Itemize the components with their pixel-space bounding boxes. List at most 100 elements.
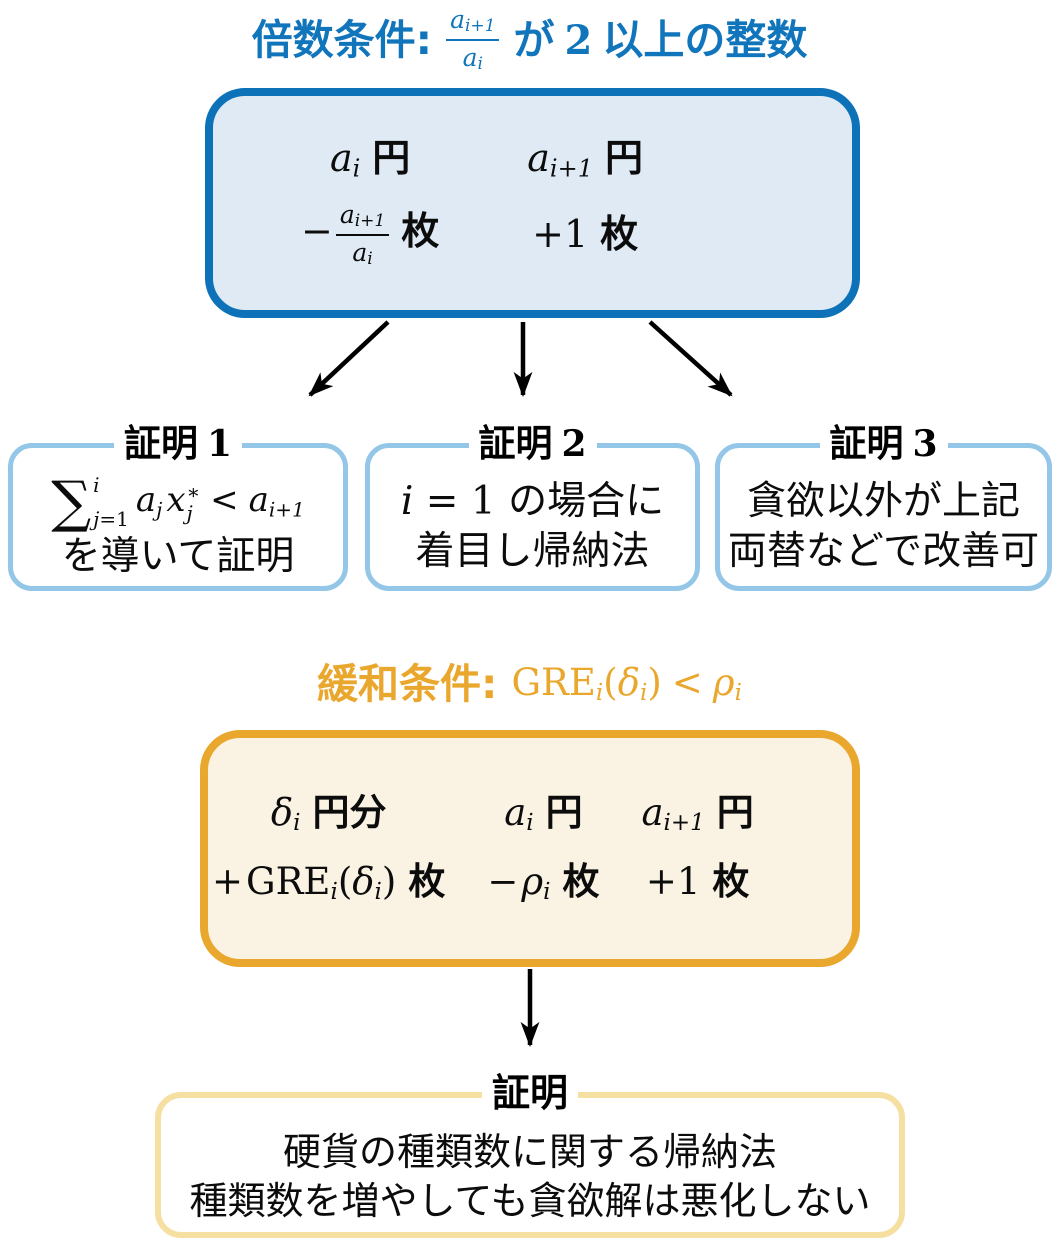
math-var: δ [352, 859, 375, 903]
plus-sign: + [212, 859, 244, 903]
paren-open: ( [603, 660, 618, 704]
math-sub: i [526, 810, 534, 837]
arrow-to-final-proof [520, 969, 540, 1048]
math-var: ρ [521, 859, 544, 903]
math-var: a [339, 199, 355, 229]
multiple-condition-label: 倍数条件: [251, 15, 433, 64]
lower-limit: j=1 [93, 509, 129, 529]
math-var: x [166, 480, 186, 521]
paren-open: ( [337, 859, 353, 903]
proof-number: 2 [561, 423, 587, 465]
threshold-number: 2 [564, 16, 593, 64]
math-var: ρ [712, 660, 735, 704]
unit-yen: 円 [545, 791, 583, 835]
less-than-sign: < [671, 660, 703, 704]
proof-1-text: を導いて証明 [61, 534, 295, 580]
final-proof-line-1: 硬貨の種類数に関する帰納法 [282, 1129, 777, 1174]
unit-mai: 枚 [600, 212, 639, 257]
math-var: a [450, 5, 465, 34]
proof-1-title: 証明 1 [113, 422, 243, 466]
math-sub: i [330, 878, 338, 905]
proof-label: 証明 [491, 1071, 569, 1115]
math-var: a [462, 43, 478, 73]
sigma-symbol: ∑ [51, 469, 92, 535]
proof-2-body: i = 1 の場合に 着目し帰納法 [370, 448, 695, 586]
fraction-denominator: ai [459, 41, 487, 74]
unit-yen: 円 [716, 791, 754, 835]
final-proof-line-2: 種類数を増やしても貪欲解は悪化しない [189, 1179, 871, 1223]
math-sub: i [293, 810, 301, 837]
summation-limits: i j=1 [93, 473, 129, 531]
math-sub: i+1 [549, 154, 593, 183]
proof-2-title: 証明 2 [468, 422, 597, 466]
final-proof-body: 硬貨の種類数に関する帰納法 種類数を増やしても貪欲解は悪化しない [161, 1098, 899, 1232]
delta-value: δi 円分 [270, 791, 387, 837]
math-text: =1 [99, 507, 129, 532]
fraction-denominator: ai [348, 236, 376, 269]
math-sub: i+1 [663, 810, 705, 837]
unit-mai: 枚 [562, 859, 600, 903]
unit-yen-bun: 円分 [312, 791, 387, 835]
unit-mai: 枚 [408, 859, 446, 903]
math-sub: i [595, 679, 604, 706]
multiple-condition-suffix: が 2 以上の整数 [513, 17, 807, 64]
arrow-to-proof-1 [308, 320, 390, 397]
unit-mai: 枚 [401, 209, 440, 254]
final-proof-box: 証明 硬貨の種類数に関する帰納法 種類数を増やしても貪欲解は悪化しない [155, 1071, 905, 1238]
math-var: a [248, 480, 269, 521]
math-var: a [352, 237, 368, 267]
gre-count-change: +GREi(δi)枚 [212, 859, 446, 905]
math-var: a [641, 791, 664, 835]
proof-3-line-2: 両替などで改善可 [727, 529, 1040, 574]
math-sub: i [352, 154, 361, 183]
ratio-fraction: ai+1 ai [446, 5, 500, 74]
math-var: δ [617, 660, 640, 704]
proof-2-line-1: i = 1 の場合に [401, 478, 664, 526]
minus-sign: − [301, 209, 333, 254]
relaxed-condition-formula: GREi(δi)<ρi [511, 660, 742, 706]
math-var: i [400, 479, 414, 525]
sup-sub-stack: ∗j [187, 482, 201, 524]
proof-2-line-2: 着目し帰納法 [415, 529, 650, 574]
integer-condition-text: 以上の整数 [602, 15, 808, 64]
final-proof-title: 証明 [481, 1071, 579, 1116]
unit-mai: 枚 [712, 860, 750, 904]
math-sub: i [543, 878, 551, 905]
minus-sign: − [487, 859, 519, 903]
unit-yen: 円 [372, 136, 411, 181]
proof-label: 証明 [829, 422, 904, 465]
math-text: = 1 [425, 479, 496, 525]
math-value: +1 [645, 860, 701, 904]
math-sub: i [639, 679, 648, 706]
math-sub: i [477, 54, 483, 75]
paren-close: ) [647, 660, 662, 704]
proof-3-line-1: 貪欲以外が上記 [746, 479, 1020, 525]
math-sub: i [734, 679, 742, 706]
relaxed-condition-label: 緩和条件: [317, 660, 498, 708]
math-var: δ [270, 791, 294, 835]
math-value: +1 [532, 212, 589, 257]
math-sub: i+1 [354, 210, 386, 231]
function-name: GRE [246, 859, 331, 903]
upper-limit: i [93, 473, 100, 498]
math-var: a [329, 136, 353, 181]
arrow-to-proof-3 [648, 320, 733, 397]
coin-ai1-value: ai+1 円 [641, 791, 754, 837]
math-sub: i+1 [464, 16, 496, 37]
math-sub: j [156, 497, 163, 522]
math-sub: i+1 [268, 497, 305, 522]
